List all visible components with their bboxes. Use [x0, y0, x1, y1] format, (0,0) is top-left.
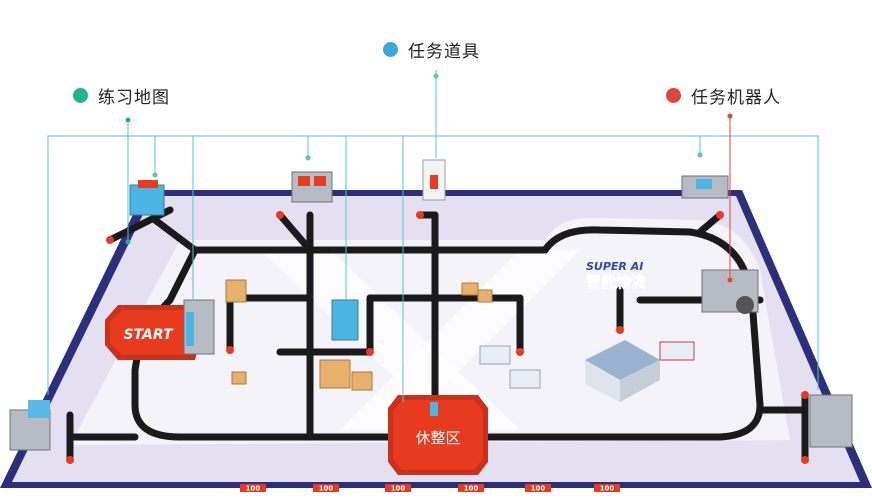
start-label: START	[123, 327, 174, 343]
legend-task-robot: 任务机器人	[666, 83, 781, 108]
legend-practice-map-label: 练习地图	[98, 88, 170, 108]
svg-text:智能物流: 智能物流	[586, 273, 646, 291]
edge-marker-label: 100	[600, 485, 615, 493]
map-diagonal-band	[260, 250, 520, 430]
robot-center-blue	[331, 299, 359, 341]
trucks	[479, 341, 695, 389]
edge-marker-label: 100	[531, 485, 546, 493]
edge-marker-label: 100	[319, 485, 334, 493]
task-robot-dot	[666, 88, 681, 103]
leader-dots	[125, 73, 733, 283]
rest-zone-label: 休整区	[415, 429, 460, 447]
robot-corner-bottom-left	[9, 400, 51, 451]
edge-marker-label: 100	[464, 485, 479, 493]
start-zone: START	[105, 305, 205, 360]
rest-zone: 休整区	[388, 395, 488, 475]
robot-top-center	[422, 159, 446, 201]
legend-task-props: 任务道具	[383, 37, 480, 62]
robot-rest-zone	[430, 402, 438, 416]
cargo-boxes	[225, 279, 493, 391]
legend-task-robot-label: 任务机器人	[691, 88, 781, 108]
svg-text:SUPER AI: SUPER AI	[586, 260, 643, 273]
super-ai-logo: SUPER AI 智能物流	[586, 260, 647, 291]
robot-top-center-left	[291, 171, 333, 203]
practice-map-dot	[73, 88, 88, 103]
track-end-markers	[66, 211, 809, 464]
warehouse	[585, 340, 660, 402]
robot-start	[183, 299, 215, 355]
edge-marker-label: 100	[391, 485, 406, 493]
robot-top-right	[681, 175, 729, 199]
edge-marker-label: 100	[246, 485, 261, 493]
leader-lines	[47, 70, 819, 402]
robot-top-left	[129, 180, 165, 216]
task-props-dot	[383, 42, 398, 57]
edge-markers: 100 100 100 100 100 100	[240, 484, 620, 493]
legend-task-props-label: 任务道具	[408, 42, 480, 62]
robot-right-bottom	[809, 394, 853, 448]
legend-practice-map: 练习地图	[73, 83, 170, 108]
